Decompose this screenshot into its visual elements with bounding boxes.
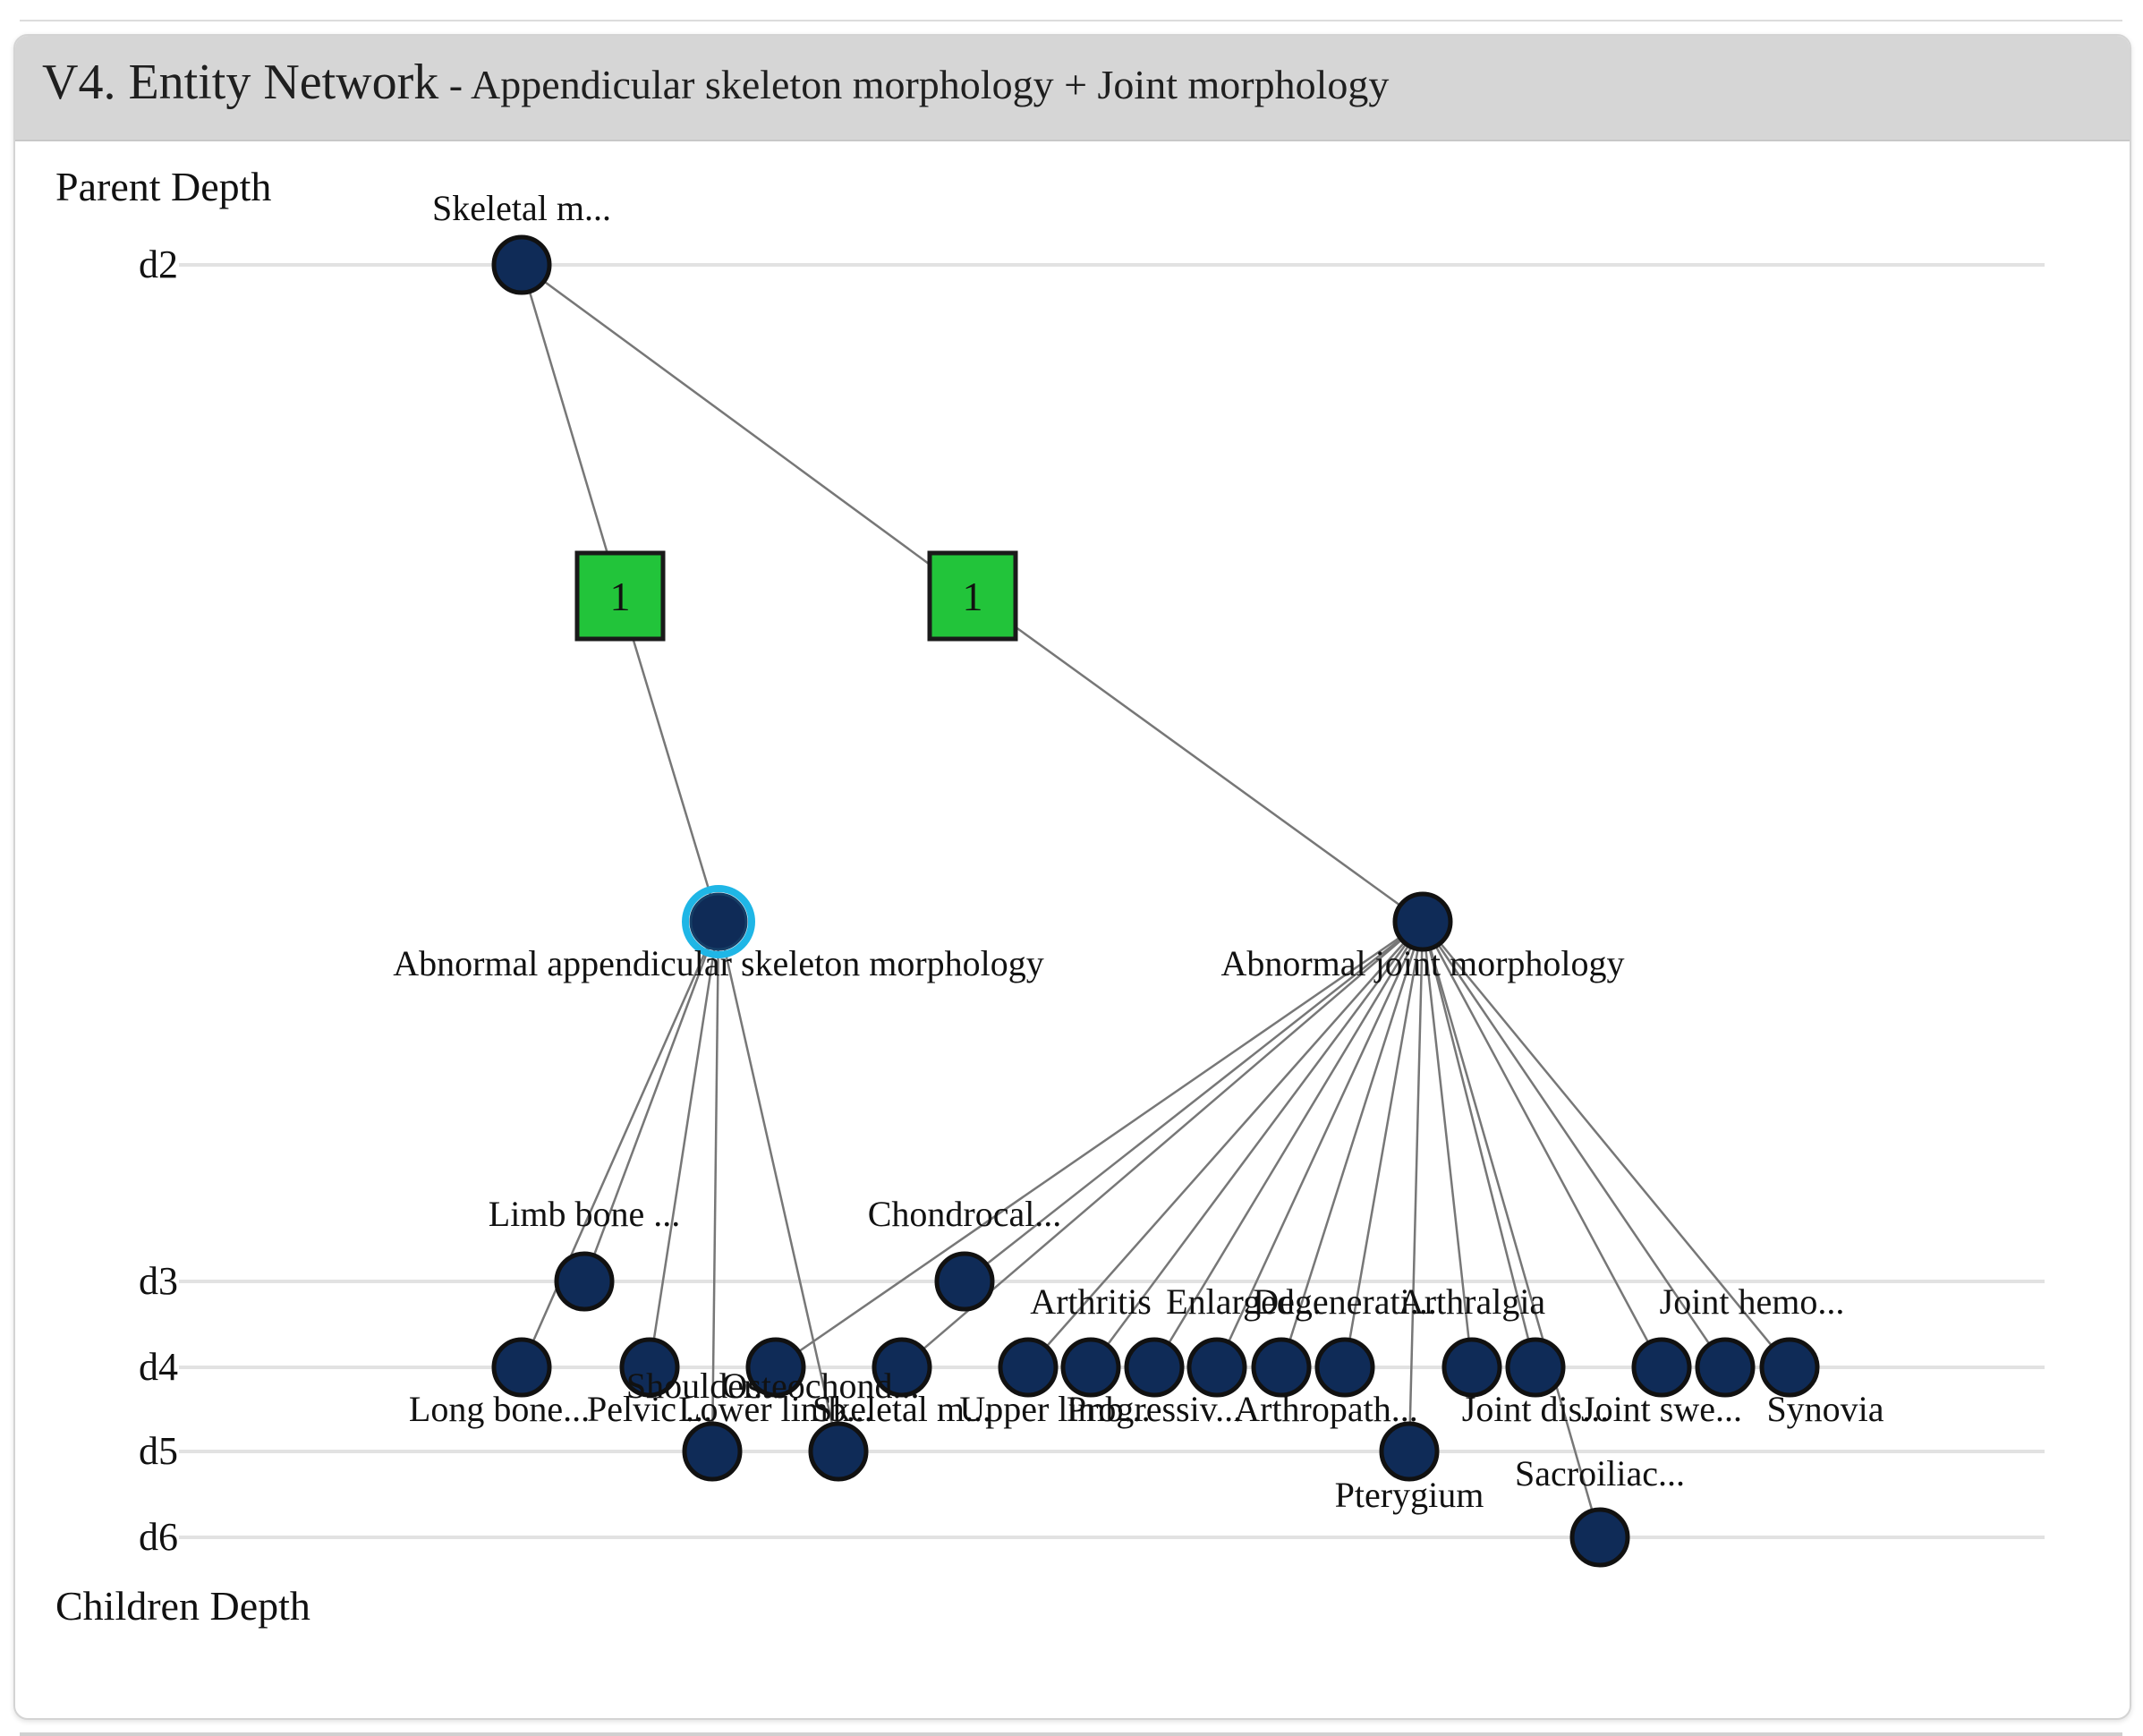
edge-child-17 — [710, 921, 720, 1452]
child-node[interactable] — [1569, 1507, 1630, 1568]
child-node[interactable] — [1124, 1337, 1185, 1398]
child-node[interactable] — [1631, 1337, 1692, 1398]
child-node[interactable] — [1314, 1337, 1375, 1398]
depth-label-d5: d5 — [139, 1429, 178, 1473]
child-node-label: Chondrocal... — [868, 1194, 1062, 1234]
main-node-joint-label: Abnormal joint morphology — [1220, 943, 1624, 983]
edge-child-1 — [964, 921, 1424, 1282]
child-node-label: Limb bone ... — [489, 1194, 680, 1234]
edge-child-20 — [1421, 921, 1602, 1538]
child-node[interactable] — [808, 1421, 869, 1482]
edge-root-count-a — [520, 264, 622, 597]
main-node-appendicular-label: Abnormal appendicular skeleton morpholog… — [393, 943, 1044, 983]
edge-child-14 — [1421, 921, 1663, 1368]
panel-header: V4. Entity Network - Appendicular skelet… — [15, 36, 2130, 141]
root-node-label: Skeletal m... — [432, 188, 611, 228]
edge-child-0 — [583, 921, 720, 1282]
edge-count-b-main-b — [972, 594, 1424, 923]
child-node-label: Enlarged... — [1166, 1281, 1322, 1322]
edge-child-18 — [717, 921, 840, 1452]
child-node-label: Skeletal m... — [812, 1389, 991, 1429]
child-node-label: Osteochond... — [721, 1366, 919, 1406]
top-divider — [20, 20, 2122, 21]
edge-root-count-b — [521, 263, 974, 598]
main-node-appendicular[interactable] — [689, 892, 748, 951]
child-node-label: Shoulder... — [626, 1366, 780, 1406]
child-node[interactable] — [1441, 1337, 1502, 1398]
child-node[interactable] — [934, 1251, 995, 1312]
edge-child-11 — [1343, 921, 1424, 1368]
child-node[interactable] — [1759, 1337, 1820, 1398]
edge-child-6 — [1027, 921, 1424, 1368]
edge-child-13 — [1421, 921, 1537, 1368]
panel-title-main: V4. Entity Network — [42, 55, 439, 110]
depth-label-d4: d4 — [139, 1345, 178, 1389]
edge-child-12 — [1421, 921, 1474, 1368]
child-node[interactable] — [1695, 1337, 1756, 1398]
count-value: 1 — [963, 574, 983, 619]
child-node[interactable] — [554, 1251, 615, 1312]
edge-child-2 — [520, 921, 720, 1368]
child-node-label: Synovia — [1766, 1389, 1884, 1429]
child-node[interactable] — [682, 1421, 743, 1482]
child-node[interactable] — [1379, 1421, 1440, 1482]
root-node[interactable] — [491, 234, 552, 295]
edge-count-a-main-a — [618, 595, 720, 923]
edge-child-16 — [1422, 921, 1790, 1368]
child-node[interactable] — [491, 1337, 552, 1398]
edge-child-19 — [1407, 921, 1424, 1452]
edge-child-10 — [1280, 921, 1424, 1368]
depth-label-d2: d2 — [139, 243, 178, 286]
edge-child-7 — [1089, 921, 1424, 1368]
child-node-label: Arthralgia — [1399, 1281, 1546, 1322]
children-depth-label: Children Depth — [55, 1583, 310, 1629]
edge-child-3 — [648, 921, 720, 1368]
edge-child-8 — [1152, 921, 1424, 1368]
selected-ring — [682, 885, 755, 958]
child-node[interactable] — [619, 1337, 680, 1398]
bottom-divider — [20, 1732, 2122, 1736]
child-node[interactable] — [1186, 1337, 1247, 1398]
main-node-joint[interactable] — [1392, 891, 1453, 952]
child-node-label: Sacroiliac... — [1515, 1453, 1685, 1493]
child-node[interactable] — [1505, 1337, 1566, 1398]
count-box[interactable] — [927, 550, 1018, 642]
count-box[interactable] — [574, 550, 666, 642]
child-node[interactable] — [872, 1337, 932, 1398]
child-node-label: Upper limb... — [959, 1389, 1150, 1429]
panel-title: V4. Entity Network - Appendicular skelet… — [42, 54, 1389, 111]
child-node-label: Joint hemo... — [1660, 1281, 1845, 1322]
edge-child-4 — [775, 920, 1424, 1369]
child-node-label: Joint dis... — [1462, 1389, 1609, 1429]
child-node-label: Pelvic ... — [587, 1389, 712, 1429]
depth-label-d6: d6 — [139, 1515, 178, 1559]
count-value: 1 — [610, 574, 631, 619]
child-node[interactable] — [998, 1337, 1059, 1398]
child-node-label: Progressiv... — [1067, 1389, 1242, 1429]
child-node-label: Lower limb... — [678, 1389, 873, 1429]
child-node-label: Joint swe... — [1581, 1389, 1742, 1429]
parent-depth-label: Parent Depth — [55, 164, 271, 209]
child-node-label: Long bone... — [409, 1389, 590, 1429]
child-node[interactable] — [1060, 1337, 1121, 1398]
edge-child-9 — [1215, 921, 1424, 1368]
child-node-label: Arthropath... — [1234, 1389, 1418, 1429]
child-node[interactable] — [745, 1337, 806, 1398]
child-node[interactable] — [1251, 1337, 1312, 1398]
child-node-label: Degenerati... — [1253, 1281, 1436, 1322]
child-node-label: Arthritis — [1030, 1281, 1152, 1322]
panel-title-subtitle: - Appendicular skeleton morphology + Joi… — [438, 62, 1390, 107]
edge-child-15 — [1421, 921, 1727, 1368]
depth-label-d3: d3 — [139, 1259, 178, 1303]
child-node-label: Pterygium — [1335, 1475, 1484, 1515]
entity-network-panel: V4. Entity Network - Appendicular skelet… — [13, 34, 2131, 1720]
